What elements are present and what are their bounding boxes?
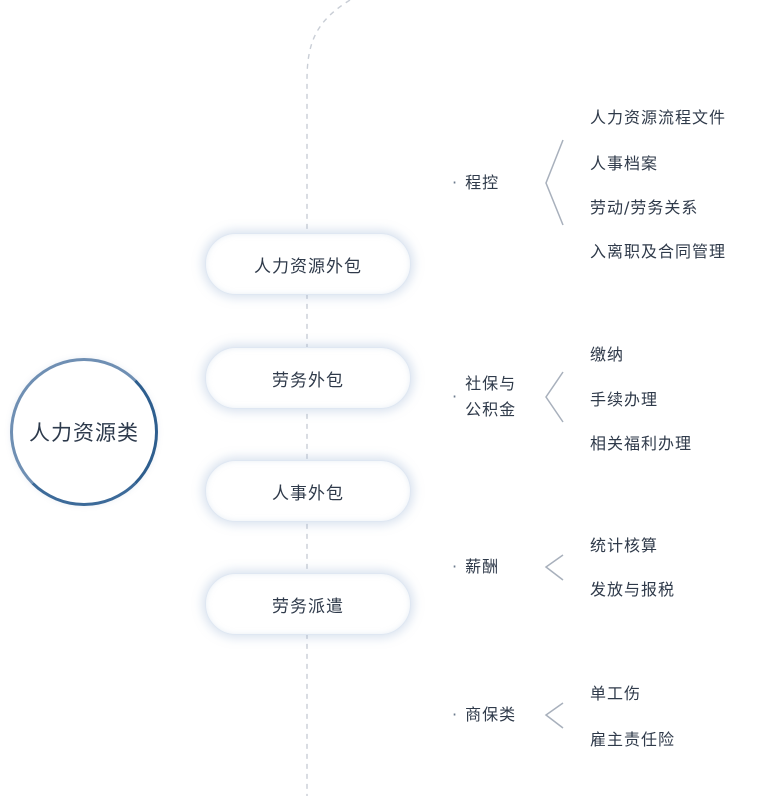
- list-item: 相关福利办理: [590, 434, 693, 453]
- bracket-connector-2: [545, 371, 564, 423]
- root-label: 人力资源类: [29, 421, 139, 445]
- service-label: 劳务外包: [272, 370, 344, 391]
- list-item: 发放与报税: [590, 580, 676, 599]
- category-process-control: · 程控: [452, 170, 499, 196]
- list-item: 人事档案: [590, 154, 659, 173]
- bracket-connector-4: [544, 702, 564, 729]
- service-label: 人事外包: [272, 483, 344, 504]
- category-social-insurance: · 社保与 公积金: [452, 371, 516, 423]
- bracket-connector-3: [544, 554, 564, 581]
- bullet-dot: ·: [452, 705, 458, 724]
- list-item: 劳动/劳务关系: [590, 198, 699, 217]
- service-label: 人力资源外包: [254, 256, 362, 277]
- bullet-dot: ·: [452, 173, 458, 192]
- bullet-dot: ·: [452, 387, 458, 406]
- list-item: 人力资源流程文件: [590, 108, 727, 127]
- category-commercial-insurance: · 商保类: [452, 702, 516, 728]
- bracket-connector-1: [545, 139, 564, 226]
- list-item: 单工伤: [590, 684, 642, 703]
- root-node: 人力资源类: [10, 358, 158, 506]
- list-item: 雇主责任险: [590, 730, 676, 749]
- category-payroll: · 薪酬: [452, 554, 499, 580]
- bullet-dot: ·: [452, 557, 458, 576]
- list-item: 入离职及合同管理: [590, 242, 727, 261]
- category-label: 社保与 公积金: [465, 374, 517, 419]
- service-node-hr-outsourcing: 人力资源外包: [205, 233, 411, 295]
- category-label: 程控: [465, 173, 500, 192]
- list-item: 统计核算: [590, 536, 659, 555]
- category-label: 薪酬: [465, 557, 500, 576]
- service-node-labor-dispatch: 劳务派遣: [205, 573, 411, 635]
- service-node-personnel-outsourcing: 人事外包: [205, 460, 411, 522]
- list-item: 手续办理: [590, 390, 659, 409]
- list-item: 缴纳: [590, 345, 625, 364]
- dashed-trunk-line: [306, 0, 351, 796]
- service-node-labor-outsourcing: 劳务外包: [205, 347, 411, 409]
- service-label: 劳务派遣: [272, 596, 344, 617]
- category-label: 商保类: [465, 705, 517, 724]
